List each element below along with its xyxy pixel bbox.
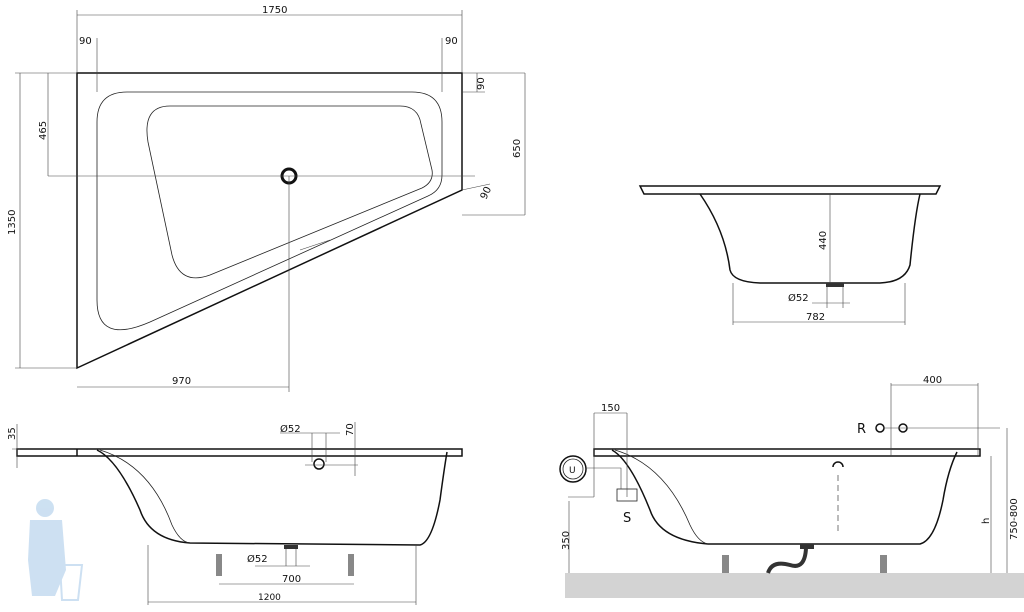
dim-rim: 35 (7, 427, 18, 440)
drain-outlet (826, 283, 844, 287)
foot (216, 554, 222, 576)
label-siphon: S (623, 511, 631, 526)
tub-outline (76, 72, 463, 370)
dim-total-height: 750-800 (1009, 498, 1020, 540)
basin (146, 105, 433, 279)
label-unit: U (569, 466, 576, 476)
label-tap: R (857, 422, 866, 437)
foot (880, 555, 887, 573)
tap-icon (875, 423, 885, 433)
floor (565, 573, 1024, 598)
top-view: 1750 90 90 90 465 1350 650 970 90 (7, 5, 526, 392)
unit-circle (559, 455, 587, 483)
end-view: 440 Ø52 782 (638, 185, 942, 325)
dim-end-drain: Ø52 (788, 292, 809, 304)
dim-siphon-offset: 150 (601, 403, 620, 414)
dim-overflow-height: 70 (345, 423, 356, 436)
overflow-icon (313, 458, 325, 470)
dim-right-top-margin: 90 (476, 77, 487, 90)
dim-right-margin: 90 (445, 36, 458, 47)
inner-rim (96, 91, 443, 331)
dim-siphon-height: 350 (561, 531, 572, 550)
dim-feet-spacing: 700 (282, 574, 301, 585)
dim-left-margin: 90 (79, 36, 92, 47)
install-view: 150 400 350 h 750-800 R U S (559, 375, 1024, 598)
dim-bottom-length: 1200 (258, 593, 281, 603)
plumber-watermark-icon (28, 499, 84, 601)
dim-depth: 1350 (7, 210, 18, 235)
dim-h: h (981, 518, 992, 524)
dim-tap-offset: 400 (923, 375, 942, 386)
dim-side-drain: Ø52 (247, 553, 268, 565)
dim-right-depth: 650 (512, 139, 523, 158)
dim-drain-x: 970 (172, 376, 191, 387)
foot (348, 554, 354, 576)
dim-width: 1750 (262, 5, 287, 16)
dim-drain-offset: 465 (38, 121, 49, 140)
dim-overflow-diameter: Ø52 (280, 423, 301, 435)
side-view: 35 Ø52 70 Ø52 700 1200 (7, 422, 463, 605)
siphon-pipe (766, 547, 808, 574)
dim-diagonal-margin: 90 (479, 185, 494, 201)
dim-bottom-width: 782 (806, 312, 825, 323)
dim-end-depth: 440 (818, 231, 829, 250)
foot (722, 555, 729, 573)
